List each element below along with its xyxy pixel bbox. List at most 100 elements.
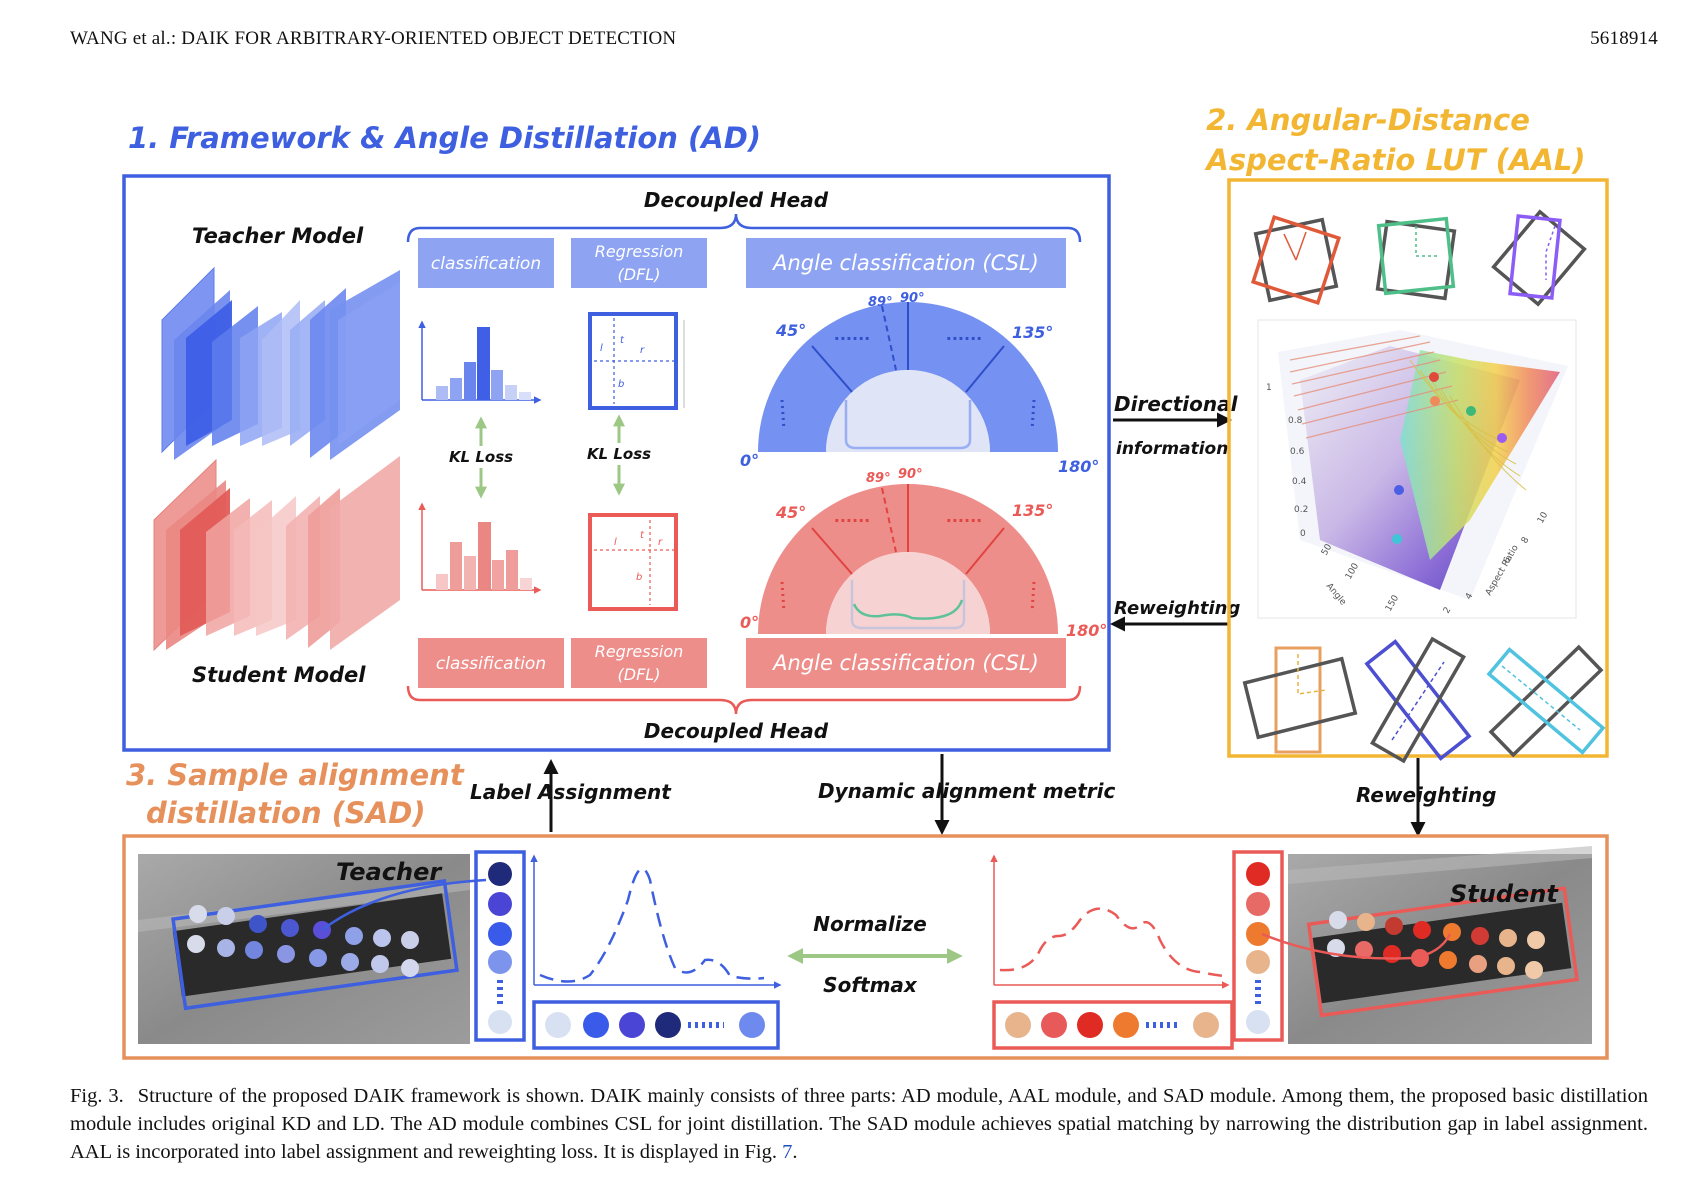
box-r-bottom: r [658,537,663,548]
student-distribution-curve [990,854,1230,989]
rotated-box-pair-2 [1375,216,1457,301]
art2: 6 [1502,555,1514,565]
rotated-box-pair-5 [1364,636,1472,764]
student-label: Student [1450,880,1559,908]
angle-45-top: 45° [775,321,806,340]
zt3: 0.4 [1292,477,1307,487]
svg-text:......: ...... [946,325,982,344]
svg-text:......: ...... [946,507,982,526]
csl-box-bottom [746,638,1066,688]
box-l-bottom: l [614,537,617,548]
csl-label-bottom: Angle classification (CSL) [771,651,1039,675]
teacher-regression-box: l t r b [588,312,685,410]
regression-label-bottom-1: Regression [595,642,684,661]
directional-label-2: information [1116,439,1228,459]
section3-title-1: 3. Sample alignment [126,758,465,792]
zt0: 1 [1266,383,1272,393]
regression-box-bottom [571,638,707,688]
teacher-vertical-score-list [474,850,526,1042]
classification-label-top: classification [431,254,541,274]
angle-90-top: 90° [900,291,925,306]
aal-3d-surface-plot: 1 0.8 0.6 0.4 0.2 0 50 100 150 Angle Asp… [1257,319,1577,619]
dynamic-alignment-label: Dynamic alignment metric [818,779,1115,803]
regression-label-top-2: (DFL) [618,265,661,284]
normalize-label: Normalize [813,912,927,936]
teacher-model-label: Teacher Model [192,224,364,248]
section2-title-1: 2. Angular-Distance [1206,103,1530,137]
csl-box-top [746,238,1066,288]
teacher-label: Teacher [336,858,443,886]
caption-ref-link[interactable]: 7 [782,1141,793,1163]
box-r-top: r [640,345,645,356]
student-image [1261,846,1592,1044]
zt5: 0 [1300,529,1306,539]
angle-0-bottom: 0° [740,613,759,632]
angle-90-bottom: 90° [898,467,923,482]
box-b-top: b [618,379,624,390]
box-t-top: t [620,335,625,346]
angle-135-bottom: 135° [1012,501,1053,520]
svg-text:......: ...... [834,325,870,344]
sad-module-frame [122,834,1609,1060]
classification-label-bottom: classification [436,654,546,674]
angle-135-top: 135° [1012,323,1053,342]
teacher-distribution-curve [530,854,782,989]
teacher-network-icon [161,266,400,460]
rotated-box-pair-3 [1491,209,1587,307]
section1-title: 1. Framework & Angle Distillation (AD) [128,121,761,155]
directional-label-1: Directional [1114,392,1239,416]
student-vertical-score-list [1232,850,1284,1042]
student-angle-gauge: ...... ...... 0° 45° 89° 90° 135° 180° [740,467,1107,640]
reweighting-right-label: Reweighting [1356,783,1496,807]
reweighting-mid-label: Reweighting [1114,598,1240,619]
angle-89-bottom: 89° [866,471,891,486]
svg-text:......: ...... [834,507,870,526]
rotated-box-pair-6 [1486,644,1606,758]
regression-box-top [571,238,707,288]
student-regression-box: l t r b [588,513,678,611]
csl-label-top: Angle classification (CSL) [771,251,1039,275]
art1: 4 [1464,591,1476,601]
section3-title-2: distillation (SAD) [146,796,426,830]
regression-label-bottom-2: (DFL) [618,665,661,684]
angle-180-top: 180° [1058,457,1099,476]
caption-end: . [792,1141,798,1163]
aal-module-frame [1227,178,1609,758]
angle-45-bottom: 45° [775,503,806,522]
teacher-horizontal-score-list [532,1000,780,1050]
student-network-icon [153,456,400,652]
figure-caption: Fig. 3.Structure of the proposed DAIK fr… [70,1082,1648,1166]
rotated-box-pair-1 [1250,214,1342,306]
kl-loss-label-2: KL Loss [587,445,651,463]
framework-figure: 1. Framework & Angle Distillation (AD) T… [122,103,1609,1060]
caption-ref-prefix: Fig. [744,1141,783,1163]
decoupled-head-bottom-label: Decoupled Head [644,719,829,743]
teacher-angle-gauge: ...... ...... 0° 45° 89° 90° 135° 180° [740,291,1099,476]
art0: 2 [1442,606,1454,616]
zt4: 0.2 [1294,505,1308,515]
student-model-label: Student Model [192,663,366,687]
angle-0-top: 0° [740,451,759,470]
rotated-box-pair-4 [1242,646,1358,754]
regression-label-top-1: Regression [595,242,684,261]
zt2: 0.6 [1290,447,1305,457]
zt1: 0.8 [1288,416,1303,426]
kl-loss-label-1: KL Loss [449,448,513,466]
teacher-image [138,854,487,1044]
page-number: 5618914 [1590,28,1658,49]
top-brace [406,213,1082,243]
teacher-histogram [418,320,542,404]
ad-module-frame [122,174,1111,752]
softmax-label: Softmax [823,973,918,997]
running-header: WANG et al.: DAIK FOR ARBITRARY-ORIENTED… [70,28,677,49]
angle-180-bottom: 180° [1066,621,1107,640]
caption-text: Structure of the proposed DAIK framework… [70,1085,1648,1163]
caption-label: Fig. 3. [70,1085,124,1107]
box-t-bottom: t [640,530,645,541]
section2-title-2: Aspect-Ratio LUT (AAL) [1204,143,1585,177]
angle-89-top: 89° [868,295,893,310]
box-l-top: l [600,343,603,354]
bottom-brace [406,685,1082,715]
decoupled-head-top-label: Decoupled Head [644,188,829,212]
classification-box-top [418,238,554,288]
